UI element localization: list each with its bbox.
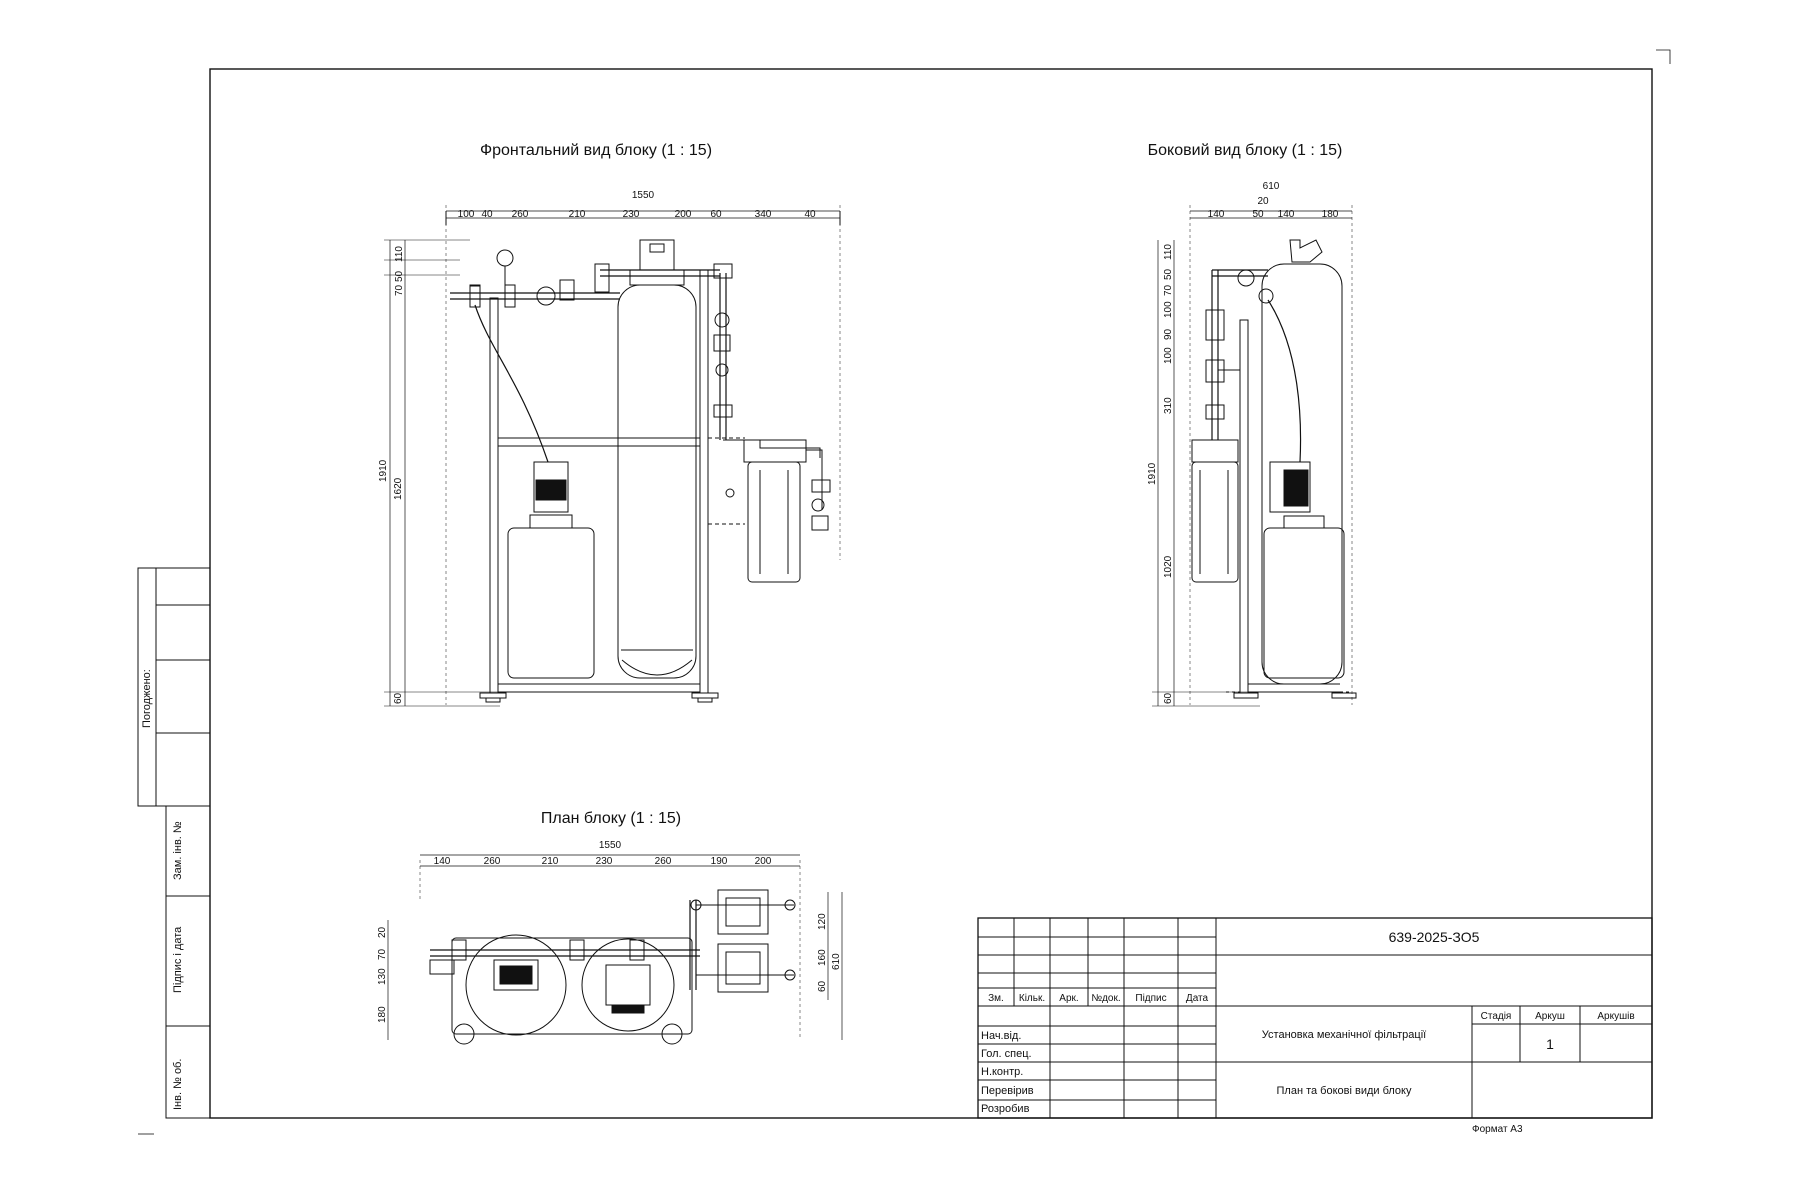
plan-width-4: 230 — [596, 856, 613, 867]
project-name: Установка механічної фільтрації — [1262, 1029, 1426, 1041]
side-height-3: 70 — [1163, 284, 1174, 296]
side-width-small: 20 — [1257, 196, 1269, 207]
front-width-labels: 100 40 260 210 230 200 60 340 40 — [458, 209, 816, 220]
title-block-roles: Нач.від. Гол. спец. Н.контр. Перевірив Р… — [981, 1030, 1034, 1115]
plan-width-2: 260 — [484, 856, 501, 867]
plan-depth-right-1: 120 — [817, 913, 828, 930]
plan-depth-labels: 20 70 130 180 120 160 60 610 — [377, 913, 842, 1023]
stage-label: Стадія — [1481, 1011, 1512, 1022]
plan-width-7: 200 — [755, 856, 772, 867]
front-height-total: 1910 — [378, 459, 389, 482]
sheet-name: План та бокові види блоку — [1277, 1085, 1412, 1097]
side-height-2: 50 — [1163, 268, 1174, 280]
side-width-4: 180 — [1322, 209, 1339, 220]
plan-width-3: 210 — [542, 856, 559, 867]
col-header-qty: Кільк. — [1019, 993, 1045, 1004]
plan-view-drawing — [387, 854, 843, 1045]
plan-width-5: 260 — [655, 856, 672, 867]
col-header-date: Дата — [1186, 993, 1209, 1004]
role-developed: Розробив — [981, 1103, 1030, 1115]
side-height-6: 100 — [1163, 347, 1174, 364]
front-height-top-2: 50 — [394, 270, 405, 282]
col-header-sheet: Арк. — [1059, 993, 1078, 1004]
plan-depth-left-4: 180 — [377, 1006, 388, 1023]
role-head-dept: Нач.від. — [981, 1030, 1021, 1042]
front-height-labels: 110 50 70 1910 1620 60 — [378, 246, 405, 704]
format-label: Формат А3 — [1472, 1124, 1523, 1135]
front-height-top-1: 110 — [394, 246, 405, 262]
plan-depth-right-2: 160 — [817, 949, 828, 966]
plan-depth-left-3: 130 — [377, 968, 388, 985]
role-checked: Перевірив — [981, 1085, 1034, 1097]
side-width-3: 140 — [1278, 209, 1295, 220]
front-view-drawing — [384, 205, 841, 707]
side-height-total: 1910 — [1147, 462, 1158, 485]
side-height-4: 100 — [1163, 301, 1174, 318]
sheet-number: 1 — [1546, 1036, 1554, 1052]
title-block-grid — [977, 917, 1653, 1119]
role-chief-spec: Гол. спец. — [981, 1048, 1032, 1060]
side-view-title: Боковий вид блоку (1 : 15) — [1148, 142, 1343, 159]
front-width-8: 340 — [755, 209, 772, 220]
front-width-6: 200 — [675, 209, 692, 220]
side-width-labels: 140 50 140 180 — [1208, 209, 1339, 220]
front-height-top-3: 70 — [394, 284, 405, 296]
role-norm-control: Н.контр. — [981, 1066, 1023, 1078]
sheet-frame — [138, 49, 1671, 1135]
side-stamp — [137, 567, 211, 1119]
side-height-labels: 110 50 70 100 90 100 310 1910 1020 60 — [1147, 244, 1174, 704]
side-width-2: 50 — [1252, 209, 1264, 220]
front-width-3: 260 — [512, 209, 529, 220]
col-header-change: Зм. — [988, 993, 1004, 1004]
doc-code: 639-2025-ЗО5 — [1389, 929, 1480, 945]
front-view-title: Фронтальний вид блоку (1 : 15) — [480, 142, 712, 159]
side-height-foot: 60 — [1163, 692, 1174, 704]
col-header-sign: Підпис — [1135, 993, 1166, 1004]
front-width-5: 230 — [623, 209, 640, 220]
plan-width-1: 140 — [434, 856, 451, 867]
plan-depth-left-1: 20 — [377, 926, 388, 938]
inv-no-change-label: Зам. інв. № — [172, 821, 184, 880]
plan-overall-width: 1550 — [599, 840, 622, 851]
side-view-drawing — [1152, 205, 1357, 707]
side-overall-width: 610 — [1263, 181, 1280, 192]
sign-date-label: Підпис і дата — [172, 926, 184, 993]
plan-width-labels: 140 260 210 230 260 190 200 — [434, 856, 772, 867]
front-width-2: 40 — [481, 209, 493, 220]
side-height-7: 310 — [1163, 397, 1174, 414]
col-header-docno: №док. — [1091, 993, 1120, 1004]
front-width-9: 40 — [804, 209, 816, 220]
front-height-foot: 60 — [393, 692, 404, 704]
plan-depth-left-2: 70 — [377, 948, 388, 960]
side-height-1: 110 — [1163, 244, 1174, 260]
sheet-label: Аркуш — [1535, 1011, 1565, 1022]
side-height-lower: 1020 — [1163, 555, 1174, 578]
title-block-col-headers: Зм. Кільк. Арк. №док. Підпис Дата — [988, 993, 1208, 1004]
plan-depth-right-3: 60 — [817, 980, 828, 992]
plan-view-title: План блоку (1 : 15) — [541, 810, 681, 827]
agreed-label: Погоджено: — [141, 669, 153, 728]
front-width-7: 60 — [710, 209, 722, 220]
front-width-1: 100 — [458, 209, 475, 220]
side-width-1: 140 — [1208, 209, 1225, 220]
side-height-5: 90 — [1163, 328, 1174, 340]
sheets-label: Аркушів — [1597, 1011, 1634, 1022]
front-overall-width: 1550 — [632, 190, 655, 201]
front-width-4: 210 — [569, 209, 586, 220]
plan-depth-total: 610 — [831, 953, 842, 970]
front-height-frame: 1620 — [393, 477, 404, 500]
plan-width-6: 190 — [711, 856, 728, 867]
inv-no-orig-label: Інв. № об. — [172, 1059, 184, 1110]
